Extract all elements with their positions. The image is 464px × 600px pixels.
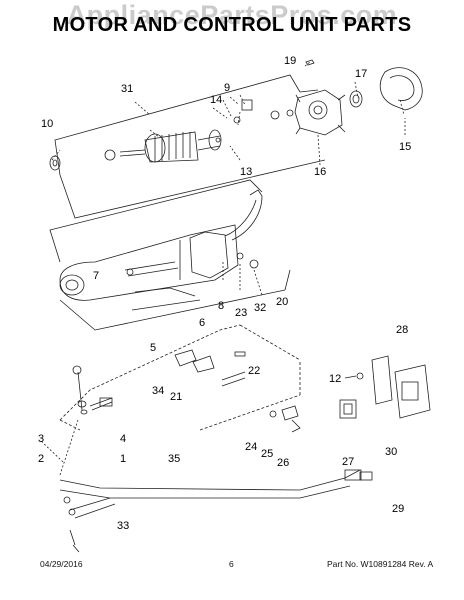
callout-2: 2 <box>38 453 44 465</box>
callout-20: 20 <box>276 296 288 308</box>
speed-control-part <box>72 365 113 415</box>
bearing-part <box>49 155 61 171</box>
switch-part <box>339 399 357 419</box>
footer-part-number: Part No. W10891284 Rev. A <box>327 559 434 569</box>
callout-6: 6 <box>199 317 205 329</box>
callout-32: 32 <box>254 302 266 314</box>
footer-page-number: 6 <box>229 559 234 569</box>
callout-4: 4 <box>120 433 126 445</box>
callout-33: 33 <box>117 520 129 532</box>
page-title: MOTOR AND CONTROL UNIT PARTS <box>52 14 412 36</box>
callout-25: 25 <box>261 448 273 460</box>
motor-assembly-outline <box>54 74 326 219</box>
callout-22: 22 <box>248 365 260 377</box>
motor-housing-part <box>59 189 263 301</box>
callout-29: 29 <box>392 503 404 515</box>
callout-14: 14 <box>210 94 222 106</box>
callout-30: 30 <box>385 446 397 458</box>
callout-28: 28 <box>396 324 408 336</box>
control-parts <box>174 349 246 387</box>
power-cord-part <box>59 469 373 553</box>
bearing-17 <box>349 90 363 108</box>
callout-9: 9 <box>224 82 230 94</box>
callout-17: 17 <box>355 68 367 80</box>
callout-21: 21 <box>170 391 182 403</box>
callout-12: 12 <box>329 373 341 385</box>
callout-16: 16 <box>314 166 326 178</box>
callout-7: 7 <box>93 270 99 282</box>
footer-date: 04/29/2016 <box>40 559 83 569</box>
callout-1: 1 <box>120 453 126 465</box>
callout-5: 5 <box>150 342 156 354</box>
bracket-part <box>379 67 423 111</box>
callout-3: 3 <box>38 433 44 445</box>
armature-part <box>104 129 222 163</box>
callout-19: 19 <box>284 55 296 67</box>
callout-31: 31 <box>121 83 133 95</box>
callout-35: 35 <box>168 453 180 465</box>
callout-13: 13 <box>240 166 252 178</box>
callout-8: 8 <box>218 300 224 312</box>
callout-15: 15 <box>399 141 411 153</box>
callout-26: 26 <box>277 457 289 469</box>
callout-27: 27 <box>342 456 354 468</box>
end-housing-part <box>270 89 346 136</box>
callout-23: 23 <box>235 307 247 319</box>
control-board-part <box>344 355 431 419</box>
callout-24: 24 <box>245 441 257 453</box>
callout-10: 10 <box>41 118 53 130</box>
watermark: AppliancePartsPros.com <box>66 0 398 30</box>
callout-34: 34 <box>152 385 164 397</box>
